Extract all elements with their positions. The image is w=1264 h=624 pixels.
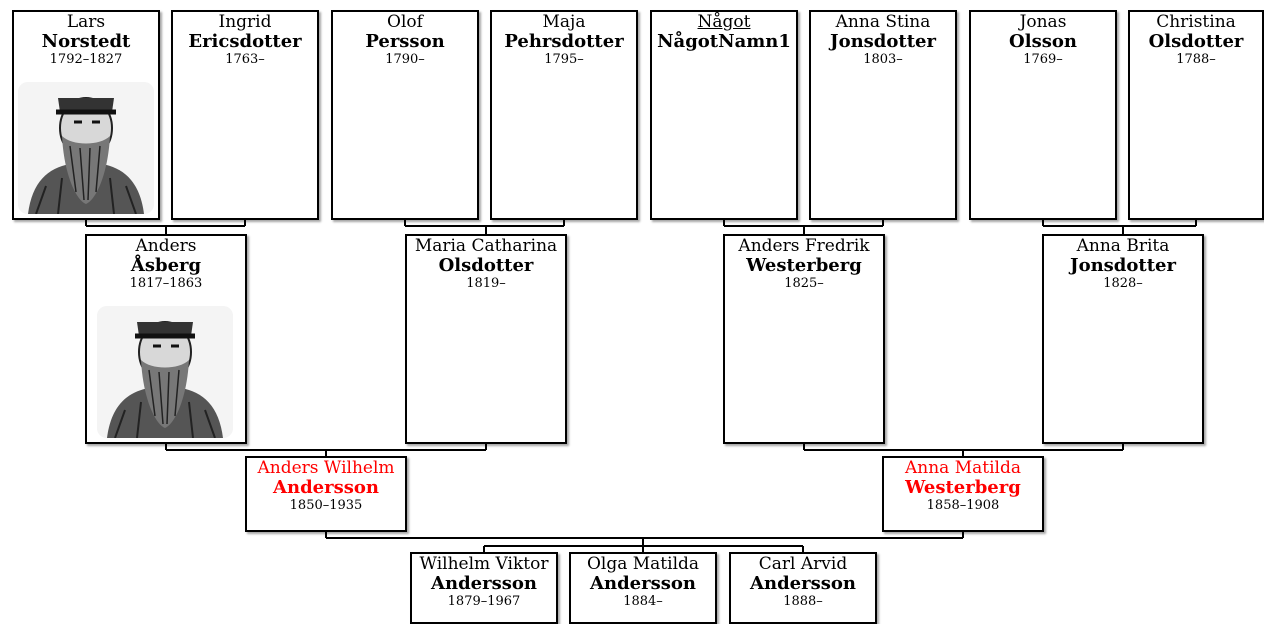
bearded-man-portrait-icon	[18, 82, 154, 214]
life-dates: 1803–	[863, 52, 903, 67]
given-name: Anders Fredrik	[738, 236, 870, 256]
person-card-lars-norstedt[interactable]: Lars Norstedt 1792–1827	[12, 10, 160, 220]
person-card-anna-brita-jonsdotter[interactable]: Anna Brita Jonsdotter 1828–	[1042, 234, 1204, 444]
life-dates: 1795–	[544, 52, 584, 67]
surname: Norstedt	[41, 31, 131, 52]
person-card-anna-matilda-westerberg[interactable]: Anna Matilda Westerberg 1858–1908	[882, 456, 1044, 532]
given-name: Wilhelm Viktor	[419, 554, 549, 574]
given-name: Anders Wilhelm	[257, 458, 395, 478]
given-name: Carl Arvid	[758, 554, 848, 574]
life-dates: 1850–1935	[289, 498, 363, 513]
life-dates: 1884–	[623, 594, 663, 609]
surname: Westerberg	[746, 255, 862, 276]
person-card-anders-wilhelm-andersson[interactable]: Anders Wilhelm Andersson 1850–1935	[245, 456, 407, 532]
life-dates: 1888–	[783, 594, 823, 609]
surname: Andersson	[590, 573, 696, 594]
person-card-olga-matilda-andersson[interactable]: Olga Matilda Andersson 1884–	[569, 552, 717, 624]
life-dates: 1828–	[1103, 276, 1143, 291]
person-card-ingrid-ericsdotter[interactable]: Ingrid Ericsdotter 1763–	[171, 10, 319, 220]
surname: Westerberg	[905, 477, 1021, 498]
surname: Persson	[365, 31, 445, 52]
surname: NågotNamn1	[657, 31, 791, 52]
life-dates: 1790–	[385, 52, 425, 67]
person-card-jonas-olsson[interactable]: Jonas Olsson 1769–	[969, 10, 1117, 220]
given-name: Anders	[135, 236, 197, 256]
surname: Åsberg	[130, 255, 202, 276]
life-dates: 1858–1908	[926, 498, 1000, 513]
person-card-maria-catharina-olsdotter[interactable]: Maria Catharina Olsdotter 1819–	[405, 234, 567, 444]
surname: Andersson	[431, 573, 537, 594]
surname: Olsson	[1009, 31, 1077, 52]
person-card-anders-asberg[interactable]: Anders Åsberg 1817–1863	[85, 234, 247, 444]
surname: Andersson	[750, 573, 856, 594]
person-card-carl-arvid-andersson[interactable]: Carl Arvid Andersson 1888–	[729, 552, 877, 624]
life-dates: 1763–	[225, 52, 265, 67]
surname: Ericsdotter	[188, 31, 302, 52]
given-name: Något	[697, 12, 751, 32]
given-name: Olof	[387, 12, 423, 32]
given-name: Anna Matilda	[905, 458, 1021, 478]
surname: Jonsdotter	[1070, 255, 1176, 276]
life-dates: 1817–1863	[129, 276, 203, 291]
person-card-nagot-nagotnamn1[interactable]: Något NågotNamn1	[650, 10, 798, 220]
given-name: Christina	[1156, 12, 1236, 32]
life-dates: 1825–	[784, 276, 824, 291]
given-name: Ingrid	[218, 12, 272, 32]
surname: Pehrsdotter	[504, 31, 624, 52]
surname: Jonsdotter	[830, 31, 936, 52]
person-card-maja-pehrsdotter[interactable]: Maja Pehrsdotter 1795–	[490, 10, 638, 220]
person-card-anders-fredrik-westerberg[interactable]: Anders Fredrik Westerberg 1825–	[723, 234, 885, 444]
bearded-man-portrait-icon	[97, 306, 233, 438]
surname: Olsdotter	[1148, 31, 1244, 52]
surname: Andersson	[273, 477, 379, 498]
life-dates: 1819–	[466, 276, 506, 291]
person-card-anna-stina-jonsdotter[interactable]: Anna Stina Jonsdotter 1803–	[809, 10, 957, 220]
life-dates: 1792–1827	[49, 52, 123, 67]
given-name: Jonas	[1019, 12, 1067, 32]
given-name: Anna Brita	[1076, 236, 1170, 256]
life-dates: 1788–	[1176, 52, 1216, 67]
life-dates: 1879–1967	[447, 594, 521, 609]
surname: Olsdotter	[438, 255, 534, 276]
given-name: Maria Catharina	[414, 236, 558, 256]
given-name: Maja	[542, 12, 586, 32]
person-card-olof-persson[interactable]: Olof Persson 1790–	[331, 10, 479, 220]
given-name: Olga Matilda	[586, 554, 700, 574]
given-name: Anna Stina	[835, 12, 931, 32]
person-card-christina-olsdotter[interactable]: Christina Olsdotter 1788–	[1128, 10, 1264, 220]
person-card-wilhelm-viktor-andersson[interactable]: Wilhelm Viktor Andersson 1879–1967	[410, 552, 558, 624]
life-dates: 1769–	[1023, 52, 1063, 67]
given-name: Lars	[66, 12, 106, 32]
